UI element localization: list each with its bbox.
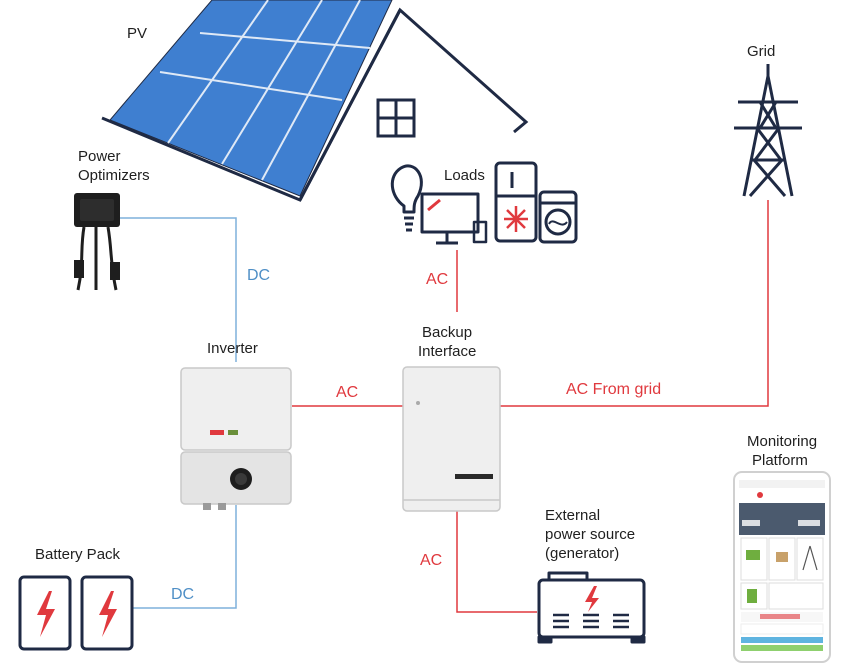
monitoring-phone-illustration [733,471,831,663]
backup-interface-label-line1: Backup [422,324,473,341]
battery-unit-left [18,575,72,651]
house-roof-illustration [101,0,529,202]
lightning-icon [37,591,55,637]
dc-line-optimizers-inverter [118,217,237,362]
battery-pack-label: Battery Pack [35,546,121,563]
external-power-label-line1: External [545,507,601,524]
ac-line-backup-generator [456,510,537,613]
ac-label-loads: AC [426,271,449,288]
connection-lines [118,200,769,613]
inverter-device [180,367,292,510]
dc-line-battery-inverter [132,505,237,609]
power-optimizers-label-line1: Power [78,148,121,165]
lightbulb-icon [390,164,423,232]
computer-monitor-icon [420,192,488,245]
backup-interface-label-line2: Interface [418,343,477,360]
lightning-icon [99,591,117,637]
pv-panel-array [109,0,393,197]
ac-label-generator: AC [420,552,443,569]
power-optimizer-device [74,193,120,291]
washing-machine-icon [538,190,578,244]
battery-pack-illustration [18,575,134,651]
grid-tower-icon [734,64,802,197]
dc-label-optimizers: DC [247,267,271,284]
loads-illustration [390,161,578,245]
monitoring-platform-label-line1: Monitoring [747,433,818,450]
monitoring-platform-label-line2: Platform [752,452,808,469]
ac-label-inverter-backup: AC [336,384,359,401]
power-optimizers-label-line2: Optimizers [78,167,150,184]
backup-interface-device [402,366,501,512]
grid-label: Grid [747,43,776,60]
generator-illustration [537,571,646,644]
ac-line-grid-backup [500,200,769,407]
lightning-icon [585,586,599,612]
dc-label-battery: DC [171,586,195,603]
inverter-label: Inverter [207,340,258,357]
battery-unit-right [80,575,134,651]
loads-label: Loads [444,167,485,184]
house-window [376,98,416,138]
external-power-label-line2: power source [545,526,636,543]
external-power-label-line3: (generator) [545,545,620,562]
refrigerator-icon [494,161,538,243]
ac-from-grid-label: AC From grid [566,381,662,398]
pv-label: PV [127,25,148,42]
